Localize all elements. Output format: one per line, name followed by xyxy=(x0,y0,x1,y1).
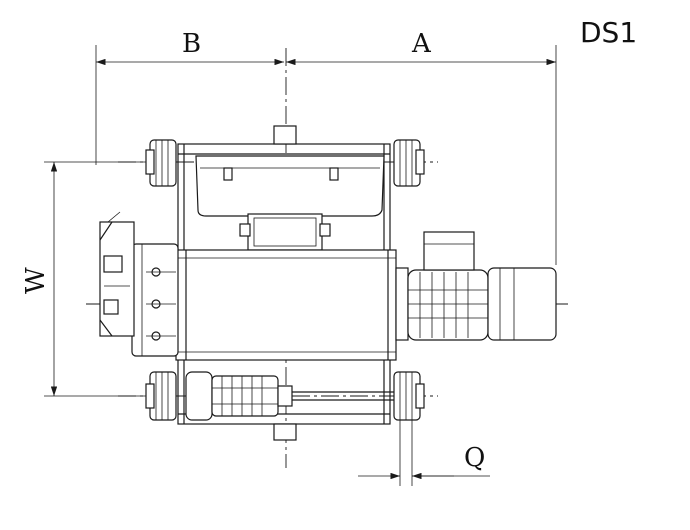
wheel-bottom-right xyxy=(393,371,425,421)
dimension-a-label: A xyxy=(411,29,432,59)
dimension-bottom: Q xyxy=(358,420,490,486)
model-label: DS1 xyxy=(580,16,637,49)
dimension-b-label: B xyxy=(182,29,201,59)
dimension-left: W xyxy=(21,161,150,397)
upper-housing xyxy=(195,155,385,251)
wheel-top-left xyxy=(145,139,177,187)
hoist-drum xyxy=(175,249,397,361)
drum-end-cover xyxy=(131,243,179,357)
limit-switch-box xyxy=(99,211,135,337)
hoist-motor xyxy=(395,231,557,341)
dimension-w-label: W xyxy=(21,267,51,294)
dimension-top: B A xyxy=(95,29,557,265)
dimension-q-label: Q xyxy=(464,443,485,473)
wheel-bottom-left xyxy=(145,371,177,421)
travel-motor xyxy=(185,371,394,421)
wheel-top-right xyxy=(393,139,425,187)
